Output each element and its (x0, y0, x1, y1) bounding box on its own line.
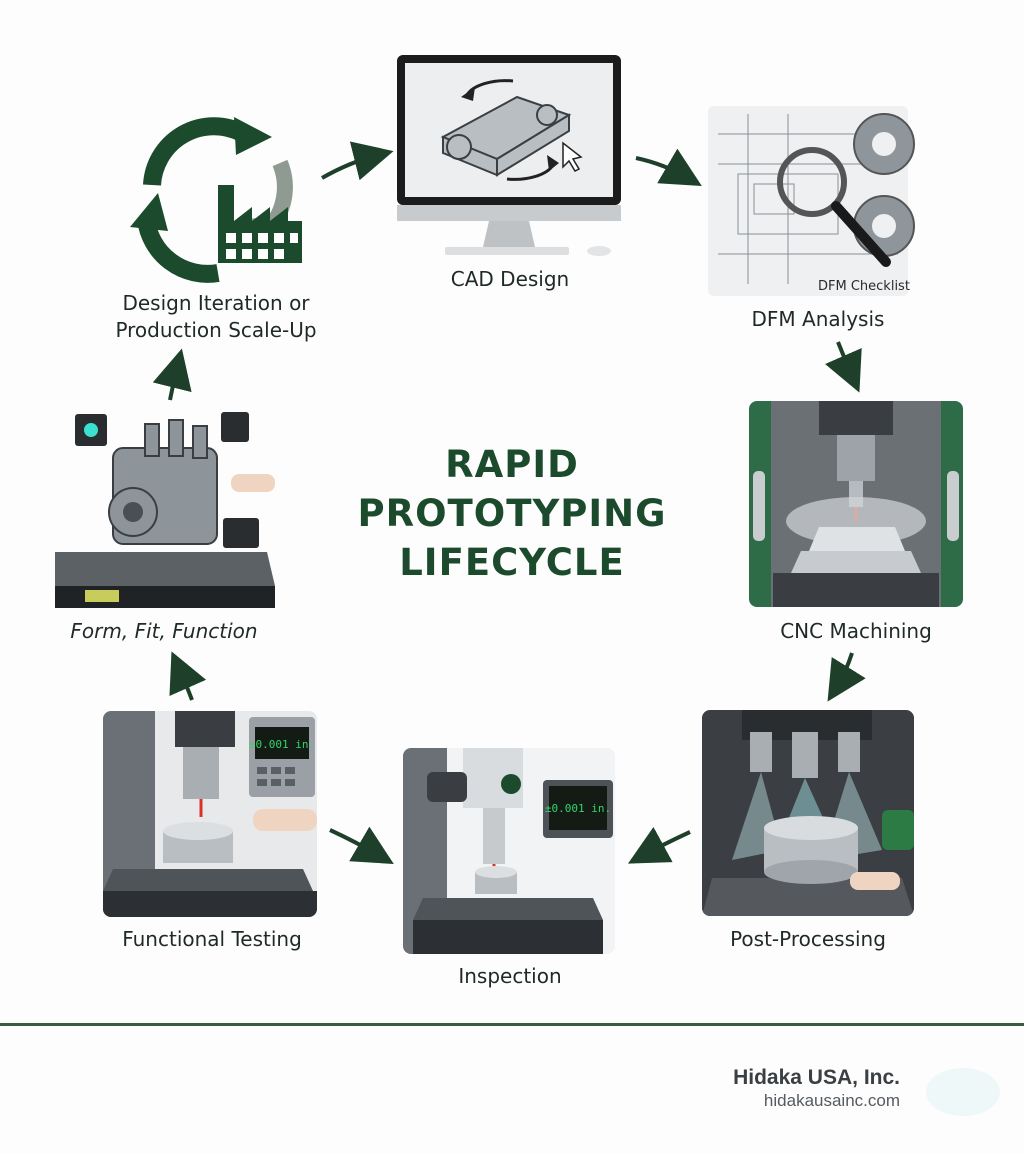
title-line-1: RAPID (445, 443, 579, 486)
inspection-label: Inspection (458, 964, 562, 988)
title-line-2: PROTOTYPING (357, 492, 667, 535)
functional-testing-label: Functional Testing (122, 927, 302, 951)
iteration-label-line-1: Design Iteration or (122, 291, 310, 315)
footer-company-name: Hidaka USA, Inc. (733, 1066, 900, 1089)
cnc-machining-label: CNC Machining (780, 619, 932, 643)
cad-monitor-image (397, 55, 621, 256)
iteration-label-line-2: Production Scale-Up (115, 318, 317, 342)
arrow-functional-to-inspection (329, 826, 394, 865)
inspection-image: ±0.001 in. (403, 748, 615, 954)
dfm-blueprint-image (708, 106, 915, 296)
post-processing-image (702, 710, 914, 916)
arrow-form-fit-to-iteration (152, 348, 192, 401)
diagram-title: RAPID PROTOTYPING LIFECYCLE (312, 440, 712, 587)
footer-divider (0, 1023, 1024, 1026)
iteration-factory-icon (130, 117, 302, 283)
dfm-analysis-label: DFM Analysis (751, 307, 885, 331)
cad-design-label: CAD Design (450, 267, 570, 291)
dfm-checklist-label: DFM Checklist (818, 279, 910, 294)
form-fit-function-image (55, 412, 275, 608)
post-processing-label: Post-Processing (730, 927, 886, 951)
title-line-3: LIFECYCLE (399, 541, 625, 584)
form-fit-function-label: Form, Fit, Function (70, 619, 258, 643)
inspection-display-readout: ±0.001 in. (545, 802, 611, 815)
functional-testing-image: ±0.001 in. (103, 711, 317, 917)
cnc-machining-image (749, 401, 963, 607)
footer-website-url: hidakausainc.com (763, 1091, 900, 1110)
arrow-cnc-to-post (827, 652, 866, 702)
company-logo-icon (926, 1068, 1000, 1116)
arrow-functional-to-form-fit (169, 651, 207, 701)
arrow-iteration-to-cad (321, 141, 394, 181)
arrow-dfm-to-cnc (825, 341, 862, 393)
functional-display-readout: ±0.001 in. (249, 738, 315, 751)
arrow-post-to-inspection (627, 826, 691, 864)
iteration-label: Design Iteration or Production Scale-Up (66, 290, 366, 344)
arrow-cad-to-dfm (635, 148, 702, 187)
